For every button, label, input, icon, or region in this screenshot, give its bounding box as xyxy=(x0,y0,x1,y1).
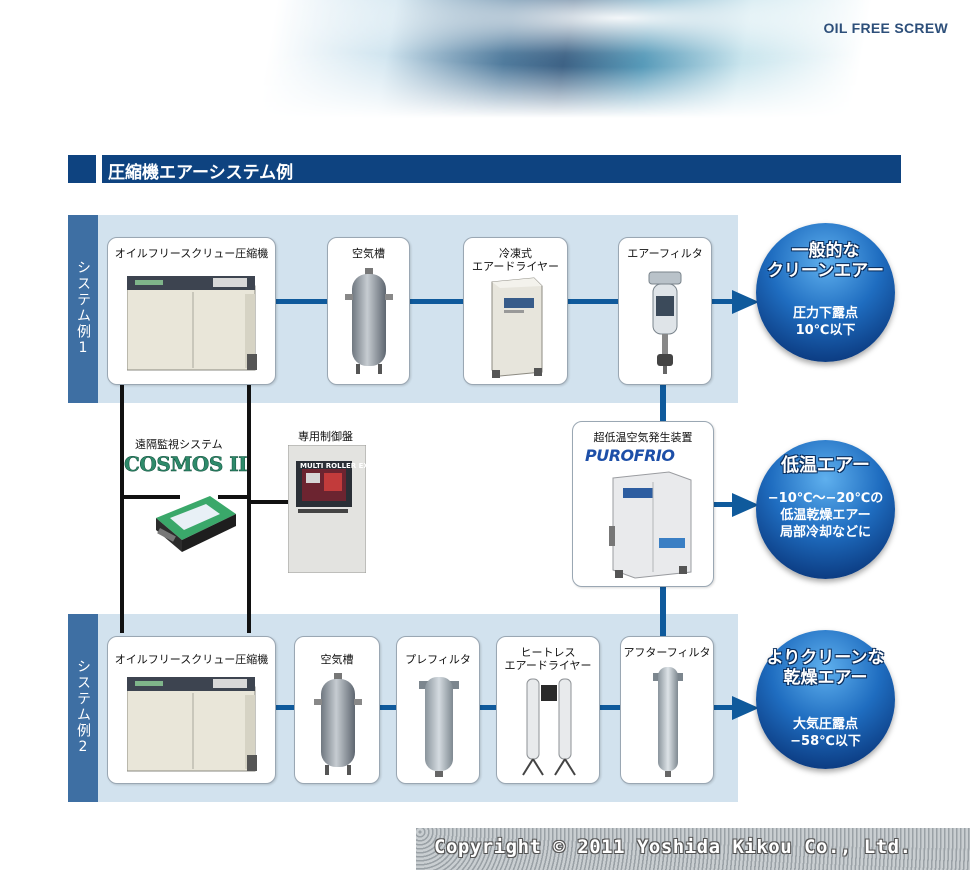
arrow-right-icon xyxy=(732,290,759,314)
pre-filter-icon xyxy=(419,677,459,777)
component-label: ヒートレス エアードライヤー xyxy=(504,646,592,672)
section-bar-marker xyxy=(68,155,102,183)
copyright-text: Copyright © 2011 Yoshida Kikou Co., Ltd. xyxy=(434,836,912,858)
purofrio-card: 超低温空気発生装置 PUROFRIO xyxy=(572,421,714,587)
purofrio-logo: PUROFRIO xyxy=(585,446,675,465)
component-label: オイルフリースクリュー圧縮機 xyxy=(114,653,269,666)
air-tank-icon xyxy=(345,268,393,374)
control-panel-screen-text: MULTI ROLLER EX xyxy=(300,462,369,470)
connector-line xyxy=(247,500,289,504)
remote-monitoring-label: 遠隔監視システム xyxy=(135,438,223,451)
result-bubble: 一般的な クリーンエアー 圧力下露点 10℃以下 xyxy=(756,223,895,362)
component-label: エアーフィルタ xyxy=(627,247,703,260)
system2-tab: システム例2 xyxy=(68,614,98,802)
compressor-icon xyxy=(127,677,257,772)
section-title-bar: 圧縮機エアーシステム例 xyxy=(68,155,901,183)
component-card: ヒートレス エアードライヤー xyxy=(496,636,600,784)
result-title: 低温エアー xyxy=(781,455,870,476)
result-title: よりクリーンな 乾燥エアー xyxy=(766,648,885,688)
flow-line xyxy=(275,705,295,710)
component-card: エアーフィルタ xyxy=(618,237,712,385)
component-label: 超低温空気発生装置 xyxy=(593,431,693,444)
flow-line xyxy=(598,705,620,710)
result-subtitle: 圧力下露点 10℃以下 xyxy=(792,306,858,338)
connector-line xyxy=(247,383,251,633)
arrow-right-icon xyxy=(732,696,759,720)
component-label: 冷凍式 エアードライヤー xyxy=(471,247,559,273)
connector-line xyxy=(120,495,180,499)
flow-line xyxy=(660,383,666,421)
control-panel-icon xyxy=(288,445,366,573)
compressor-icon xyxy=(127,276,257,371)
component-card: プレフィルタ xyxy=(396,636,480,784)
header-banner xyxy=(0,0,970,118)
flow-line xyxy=(710,299,736,304)
control-panel-label: 専用制御盤 xyxy=(298,430,353,443)
result-subtitle: −10℃〜−20℃の 低温乾燥エアー 局部冷却などに xyxy=(767,491,884,540)
air-tank-icon xyxy=(314,673,362,775)
connector-line xyxy=(218,495,251,499)
flow-line xyxy=(566,299,618,304)
flow-line xyxy=(660,585,666,637)
component-label: オイルフリースクリュー圧縮機 xyxy=(114,247,269,260)
purofrio-unit-icon xyxy=(609,471,692,579)
result-title: 一般的な クリーンエアー xyxy=(766,241,885,281)
component-card: 冷凍式 エアードライヤー xyxy=(463,237,568,385)
flow-line xyxy=(408,299,465,304)
component-card: オイルフリースクリュー圧縮機 xyxy=(107,237,276,385)
copyright-banner: Copyright © 2011 Yoshida Kikou Co., Ltd. xyxy=(416,828,970,870)
flow-line xyxy=(378,705,396,710)
component-label: 空気槽 xyxy=(352,247,385,260)
flow-line xyxy=(712,502,736,507)
flow-line xyxy=(275,299,328,304)
result-subtitle: 大気圧露点 −58℃以下 xyxy=(790,717,861,749)
result-bubble: よりクリーンな 乾燥エアー 大気圧露点 −58℃以下 xyxy=(756,630,895,769)
component-label: 空気槽 xyxy=(320,653,354,666)
component-label: アフターフィルタ xyxy=(623,646,711,659)
component-label: プレフィルタ xyxy=(405,653,471,666)
component-card: 空気槽 xyxy=(327,237,410,385)
component-card: オイルフリースクリュー圧縮機 xyxy=(107,636,276,784)
section-title: 圧縮機エアーシステム例 xyxy=(108,163,294,183)
result-bubble: 低温エアー −10℃〜−20℃の 低温乾燥エアー 局部冷却などに xyxy=(756,440,895,579)
system1-tab: システム例1 xyxy=(68,215,98,403)
component-card: アフターフィルタ xyxy=(620,636,714,784)
flow-line xyxy=(478,705,496,710)
component-card: 空気槽 xyxy=(294,636,380,784)
cosmos-device-icon xyxy=(156,496,236,552)
refrigerated-dryer-icon xyxy=(491,277,543,378)
cosmos-logo: COSMOS II xyxy=(124,452,248,477)
heatless-dryer-icon xyxy=(522,678,576,776)
brand-label: OIL FREE SCREW xyxy=(823,20,948,36)
air-filter-icon xyxy=(648,271,682,374)
connector-line xyxy=(120,383,124,633)
flow-line xyxy=(712,705,736,710)
arrow-right-icon xyxy=(732,493,759,517)
after-filter-icon xyxy=(653,667,683,777)
